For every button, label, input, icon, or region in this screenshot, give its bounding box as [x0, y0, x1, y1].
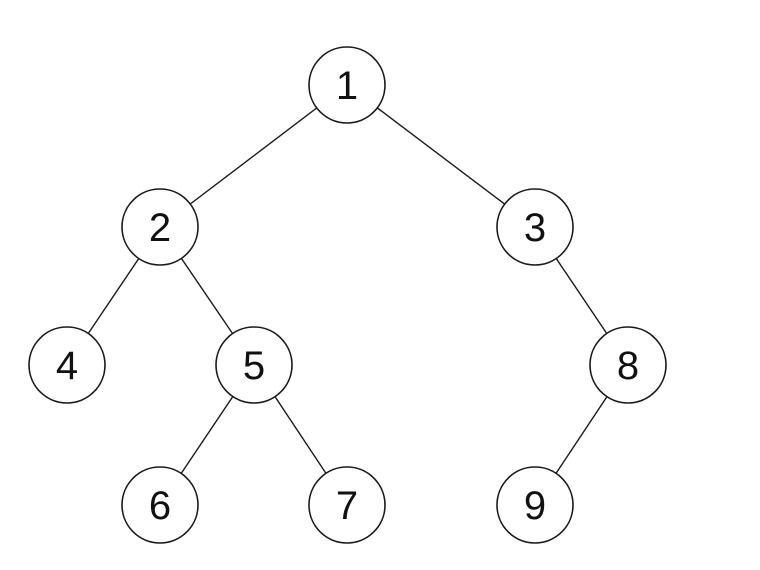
- tree-node-7: 7: [308, 466, 386, 544]
- tree-node-circle: [215, 326, 293, 404]
- tree-node-label: 1: [336, 64, 358, 108]
- tree-node-circle: [308, 466, 386, 544]
- tree-node-label: 2: [149, 206, 171, 250]
- tree-node-4: 4: [28, 326, 106, 404]
- tree-node-label: 3: [524, 206, 546, 250]
- tree-node-5: 5: [215, 326, 293, 404]
- tree-node-circle: [28, 326, 106, 404]
- tree-node-label: 9: [524, 484, 546, 528]
- tree-node-8: 8: [589, 326, 667, 404]
- tree-node-label: 7: [336, 484, 358, 528]
- tree-node-label: 8: [617, 344, 639, 388]
- tree-edges: [66, 84, 629, 506]
- tree-edge-n1-n3: [346, 84, 536, 228]
- tree-node-circle: [589, 326, 667, 404]
- tree-node-circle: [496, 188, 574, 266]
- tree-node-3: 3: [496, 188, 574, 266]
- tree-node-1: 1: [308, 46, 386, 124]
- tree-node-circle: [308, 46, 386, 124]
- tree-node-label: 4: [56, 344, 78, 388]
- tree-edge-n1-n2: [159, 84, 348, 228]
- tree-nodes: 1 2 3 4 5 8 6 7 9: [28, 46, 667, 544]
- tree-node-circle: [496, 466, 574, 544]
- tree-node-label: 6: [149, 484, 171, 528]
- tree-node-9: 9: [496, 466, 574, 544]
- tree-node-6: 6: [121, 466, 199, 544]
- tree-node-circle: [121, 466, 199, 544]
- tree-node-circle: [121, 188, 199, 266]
- tree-node-2: 2: [121, 188, 199, 266]
- tree-node-label: 5: [243, 344, 265, 388]
